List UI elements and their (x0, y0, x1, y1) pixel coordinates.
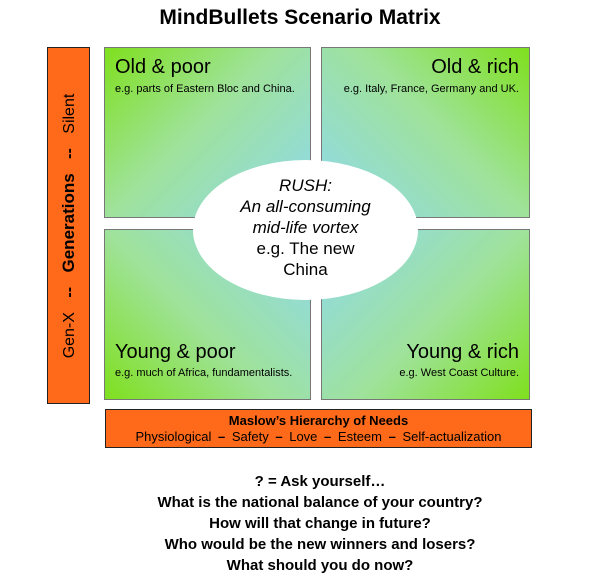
axis-label-silent: Silent (60, 93, 78, 134)
quadrant-example: e.g. Italy, France, Germany and UK. (343, 83, 519, 95)
question-item: Who would be the new winners and losers? (164, 536, 476, 553)
maslow-item: Safety (231, 429, 269, 444)
axis-label-gen-x: Gen-X (60, 311, 78, 358)
quadrant-title: Young & rich (406, 341, 519, 363)
question-item: What is the national balance of your cou… (157, 494, 483, 511)
center-line-rush: RUSH: (279, 176, 332, 195)
maslow-item: Love (289, 429, 318, 444)
center-line-2: An all-consuming (240, 197, 371, 216)
maslow-separator: – (324, 429, 332, 444)
quadrant-example: e.g. West Coast Culture. (399, 367, 519, 379)
maslow-needs-bar: Maslow’s Hierarchy of Needs Physiologica… (105, 409, 532, 448)
axis-separator: -- (60, 147, 78, 159)
axis-separator: -- (60, 286, 78, 298)
generations-axis-label: Gen-X -- Generations -- Silent (59, 93, 79, 358)
quadrant-title: Young & poor (115, 341, 236, 363)
quadrant-title: Old & poor (115, 56, 211, 78)
quadrant-example: e.g. parts of Eastern Bloc and China. (115, 83, 295, 95)
question-item: What should you do now? (226, 557, 414, 574)
diagram-title: MindBullets Scenario Matrix (159, 6, 441, 29)
generations-axis-bar: Gen-X -- Generations -- Silent (47, 47, 90, 404)
question-intro: ? = Ask yourself… (254, 473, 386, 490)
maslow-heading: Maslow’s Hierarchy of Needs (228, 413, 409, 428)
maslow-items: Physiological – Safety – Love – Esteem –… (106, 429, 531, 444)
question-item: How will that change in future? (209, 515, 431, 532)
maslow-separator: – (218, 429, 226, 444)
maslow-separator: – (388, 429, 396, 444)
quadrant-title: Old & rich (431, 56, 519, 78)
maslow-item: Self-actualization (402, 429, 502, 444)
maslow-item: Esteem (337, 429, 382, 444)
center-line-5: China (283, 260, 328, 279)
quadrant-example: e.g. much of Africa, fundamentalists. (115, 367, 293, 379)
axis-label-generations: Generations (58, 172, 78, 272)
quadrant-old-poor: Old & poor e.g. parts of Eastern Bloc an… (104, 47, 311, 218)
center-line-4: e.g. The new (256, 239, 355, 258)
maslow-item: Physiological (135, 429, 212, 444)
center-text: RUSH: An all-consuming mid-life vortex e… (193, 175, 418, 280)
maslow-separator: – (275, 429, 283, 444)
center-ellipse: RUSH: An all-consuming mid-life vortex e… (193, 160, 418, 300)
question-list: ? = Ask yourself… What is the national b… (0, 471, 600, 576)
center-line-3: mid-life vortex (252, 218, 359, 237)
